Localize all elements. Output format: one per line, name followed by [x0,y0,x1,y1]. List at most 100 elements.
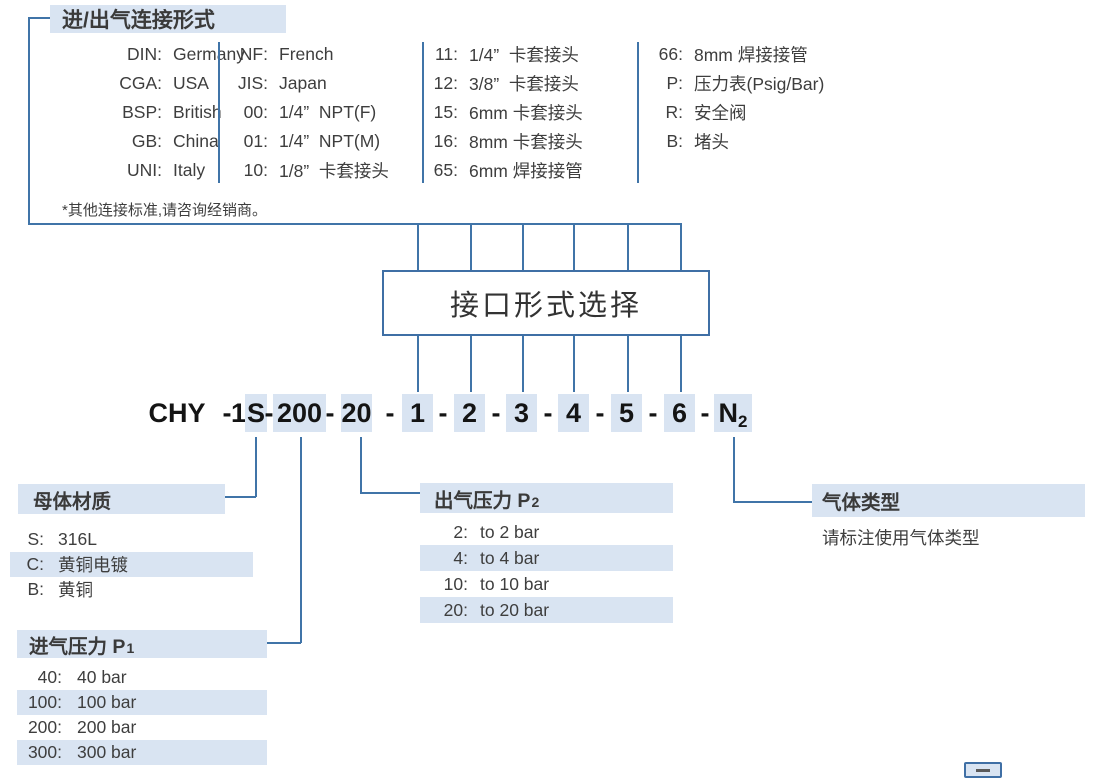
connector-gas-type [733,437,735,502]
connector-outlet-pressure-elbow [360,492,420,494]
table-row: 16:8mm 卡套接头 [424,127,583,156]
row-code: B: [666,131,683,151]
list-item: 200:200 bar [17,715,267,740]
connection-column-3: 11:1/4” 卡套接头 12:3/8” 卡套接头 15:6mm 卡套接头 16… [424,40,583,185]
order-code: CHY - 1 S - 200 - 20 - 1 - 2 - 3 - 4 - 5… [0,394,1095,432]
bracket-top-stub [28,17,50,19]
code-dash: - [491,398,501,428]
item-code: S: [27,529,44,549]
row-label: 1/8” 卡套接头 [279,161,389,181]
row-label: Italy [173,160,206,180]
connector-line [573,223,575,271]
bracket-left-line [28,17,30,224]
gas-type-section-title: 气体类型 [812,484,1085,517]
list-item: 20:to 20 bar [420,597,673,623]
row-label: French [279,44,334,64]
connector-line [627,223,629,271]
list-item: 40:40 bar [17,665,267,690]
outlet-pressure-title-subscript: 2 [531,494,540,510]
item-label: 100 bar [77,692,137,712]
connector-outlet-pressure [360,437,362,493]
outlet-pressure-title-label: 出气压力 P [434,489,531,512]
table-row: 01: 1/4” NPT(M) [230,127,389,156]
code-token-inlet-pressure: 200 [273,394,326,432]
selector-box-label: 接口形式选择 [449,290,642,322]
table-row: P:压力表(Psig/Bar) [652,69,824,98]
outlet-pressure-list: 2:to 2 bar 4:to 4 bar 10:to 10 bar 20:to… [420,519,673,623]
table-row: B:堵头 [652,127,824,156]
connector-line [680,336,682,392]
row-code: 00: [243,102,268,122]
row-code: CGA: [119,73,162,93]
item-label: 300 bar [77,742,137,762]
item-label: 316L [58,529,97,549]
connector-line [573,336,575,392]
item-label: to 2 bar [480,521,540,542]
row-label: 6mm 焊接接管 [469,161,583,181]
footnote: *其他连接标准,请咨询经销商。 [62,202,268,219]
connection-section-title: 进/出气连接形式 [50,5,286,33]
table-row: GB:China [100,127,245,156]
table-row: 66:8mm 焊接接管 [652,40,824,69]
list-item: C:黄铜电镀 [10,552,253,577]
row-code: 10: [243,160,268,180]
row-code: 01: [243,131,268,151]
code-dash: - [700,398,710,428]
connector-line [470,223,472,271]
row-label: 压力表(Psig/Bar) [694,74,825,94]
table-row: JIS:Japan [230,69,389,98]
item-label: 40 bar [77,667,127,687]
item-code: 100: [27,692,62,712]
item-code: B: [27,579,44,599]
row-code: BSP: [122,102,162,122]
code-dash: - [264,398,274,428]
code-token-gas-type: N2 [714,394,752,432]
connector-line [680,223,682,271]
row-code: 65: [433,160,458,180]
table-row: 15:6mm 卡套接头 [424,98,583,127]
row-label: 3/8” 卡套接头 [469,74,579,94]
code-token-outlet-pressure: 20 [341,394,372,432]
list-item: 10:to 10 bar [420,571,673,597]
row-label: 8mm 卡套接头 [469,132,583,152]
row-code: GB: [131,131,162,151]
table-row: 65: 6mm 焊接接管 [424,156,583,185]
gas-symbol-subscript: 2 [738,412,748,431]
partial-corner-element [964,762,1002,778]
inlet-pressure-title-subscript: 1 [126,640,135,656]
code-token-port-1: 1 [402,394,433,432]
row-label: 安全阀 [694,103,747,123]
item-code: 300: [27,742,62,762]
row-label: 1/4” NPT(M) [279,131,381,151]
code-token-port-2: 2 [454,394,485,432]
material-section-title-label: 母体材质 [33,490,112,513]
connector-material [255,437,257,497]
table-row: BSP:British [100,98,245,127]
code-token-port-5: 5 [611,394,642,432]
list-item: 300: 300 bar [17,740,267,765]
column-divider [422,42,424,183]
code-dash: - [325,398,335,428]
row-code: DIN: [127,44,162,64]
column-divider [637,42,639,183]
item-label: 200 bar [77,717,137,737]
connector-inlet-pressure [300,437,302,643]
code-dash: - [648,398,658,428]
gas-type-note: 请标注使用气体类型 [822,528,980,548]
material-list: S:316L C:黄铜电镀 B:黄铜 [10,527,253,602]
connector-line [522,336,524,392]
code-dash: - [385,398,395,428]
item-label: to 4 bar [480,547,540,568]
item-code: 4: [453,547,468,568]
connection-column-1: DIN:Germany CGA:USA BSP:British GB:China… [100,40,245,185]
selector-box: 接口形式选择 [382,270,710,336]
table-row: 11:1/4” 卡套接头 [424,40,583,69]
row-label: Japan [279,73,327,93]
table-row: 10: 1/8” 卡套接头 [230,156,389,185]
code-dash: - [222,398,232,428]
connection-column-2: NF:French JIS:Japan 00:1/4” NPT(F) 01:1/… [230,40,389,185]
item-code: 10: [443,573,468,594]
